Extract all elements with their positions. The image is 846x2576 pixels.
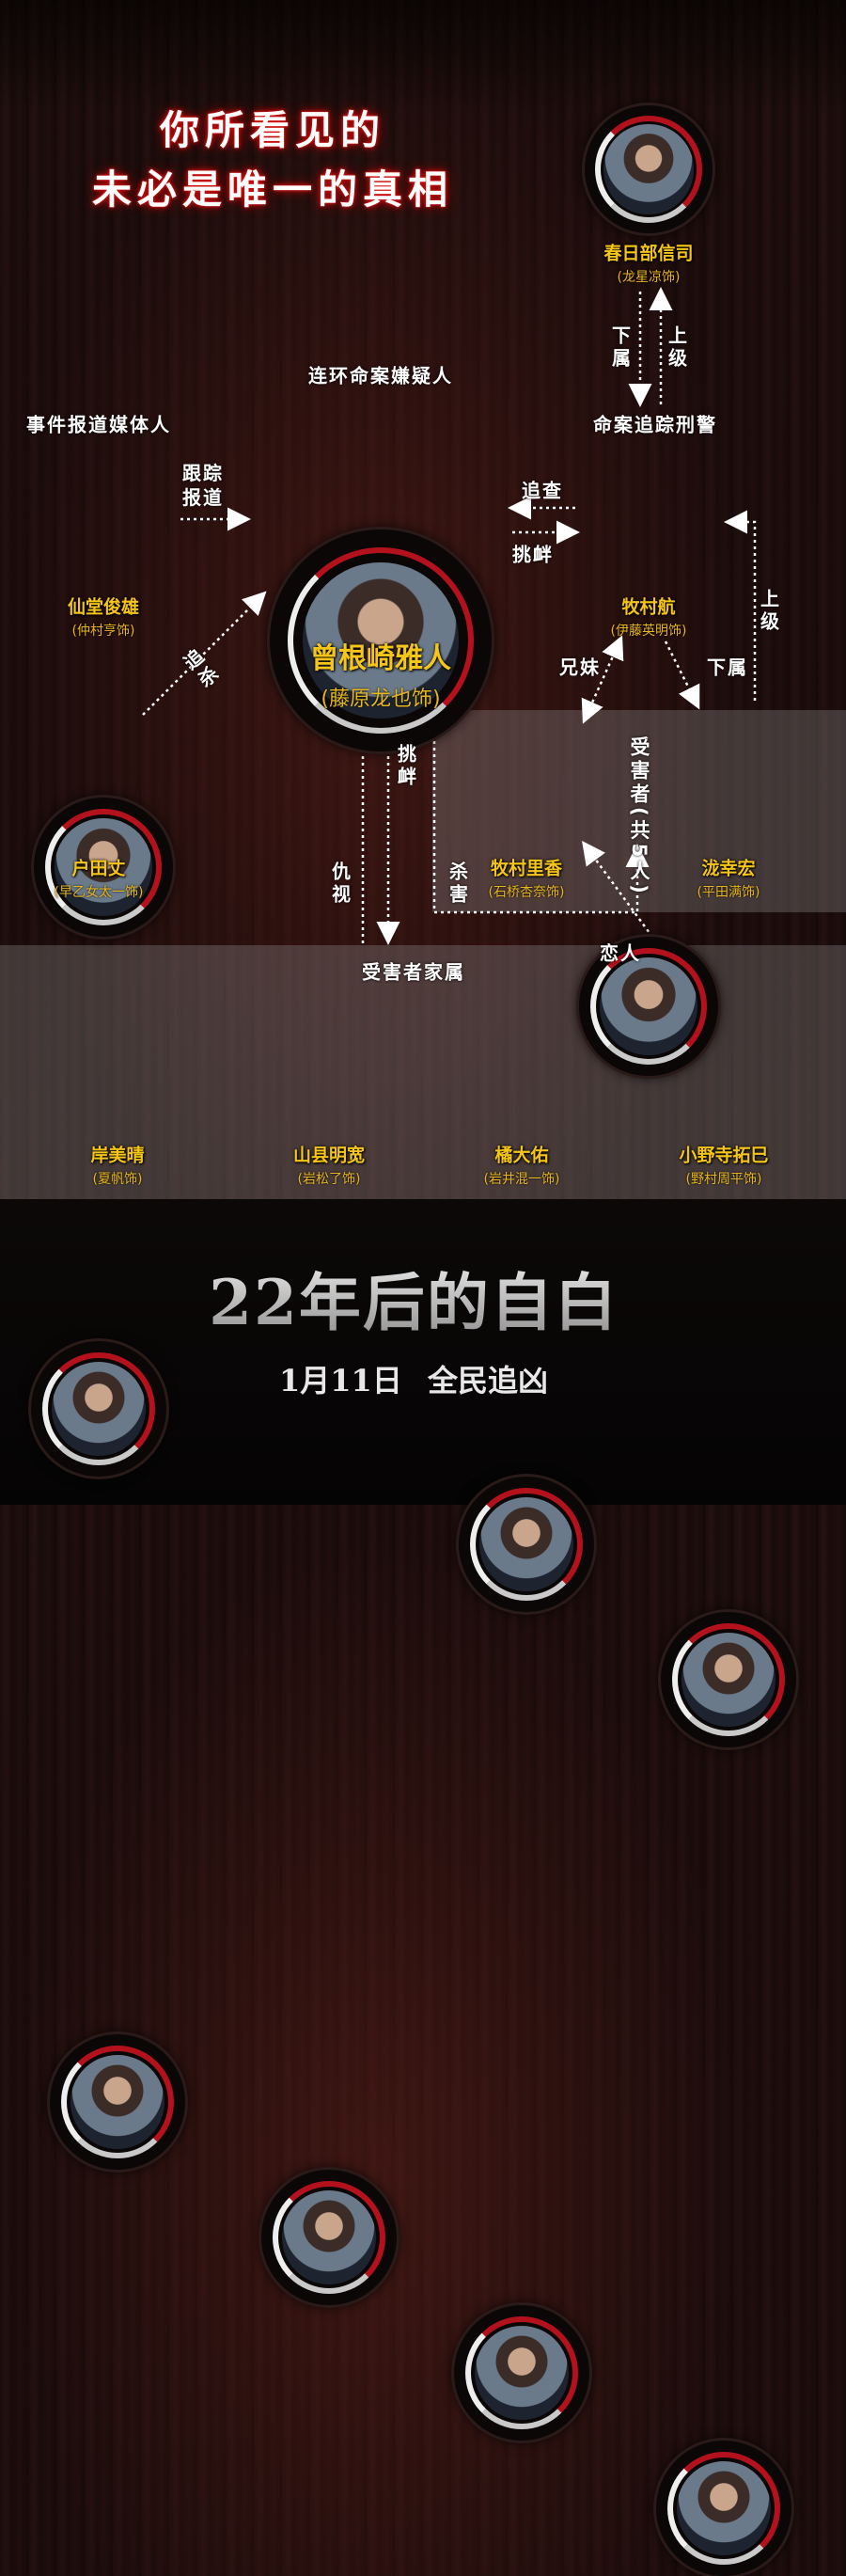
group-label-media: 事件报道媒体人 [26,413,171,436]
actor-credit-makimura: (伊藤英明饰) [610,624,687,639]
portrait-toda [31,1341,166,1477]
character-name-takio: 泷幸宏 [701,858,756,879]
arrow-toda-to-sonezaki [142,591,267,716]
release-date: 1月11日 全民追凶 [279,1363,548,1399]
headline-line-2: 未必是唯一的真相 [91,166,453,213]
relation-label-superior-2: 上级 [757,589,780,634]
actor-credit-kishi: (夏帆饰) [92,1172,143,1187]
relation-label-track-report: 跟踪报道 [182,462,224,509]
portrait-sendo [34,798,173,937]
portrait-ring [44,808,163,926]
character-name-makimura: 牧村航 [621,596,676,618]
portrait-yamagata [261,2170,397,2305]
arrow-siblings [581,635,624,724]
actor-credit-onodera: (野村周平饰) [685,1172,762,1187]
character-name-yamagata: 山县明宽 [292,1145,366,1166]
group-label-families: 受害者家属 [362,960,465,984]
actor-credit-yamagata: (岩松了饰) [297,1172,361,1187]
relation-label-hatred: 仇视 [328,861,352,907]
character-name-rika: 牧村里香 [490,858,563,879]
relation-label-lovers: 恋人 [600,941,641,965]
portrait-photo [676,2460,772,2556]
portrait-ring [287,546,475,735]
portrait-ring [594,115,703,224]
group-label-suspect: 连环命案嫌疑人 [308,364,453,387]
group-label-victims: 受害者(共5人) [628,736,650,897]
arrow-makimura-to-takio [664,640,700,710]
relation-label-subordinate-2: 下属 [707,656,748,679]
relation-label-investigate: 追查 [522,479,563,502]
actor-credit-tachibana: (岩井混一饰) [483,1172,560,1187]
character-name-onodera: 小野寺拓巳 [679,1145,769,1166]
relation-label-siblings: 兄妹 [559,656,601,679]
arrow-murder [432,715,650,914]
portrait-tachibana [454,2305,589,2441]
portrait-photo [281,2189,377,2285]
portrait-photo [600,957,697,1055]
actor-credit-sendo: (仲村亨饰) [71,624,135,639]
portrait-rika [459,1477,594,1612]
group-label-detective: 命案追踪刑警 [593,413,717,436]
character-name-sendo: 仙堂俊雄 [67,596,140,618]
character-name-kasukabe: 春日部信司 [603,243,694,264]
character-name-kishi: 岸美晴 [90,1145,145,1166]
actor-credit-toda: (早乙女太一饰) [54,885,144,900]
portrait-photo [70,2054,165,2150]
character-name-sonezaki: 曾根崎雅人 [310,642,451,675]
portrait-photo [681,1632,776,1728]
portrait-kishi [50,2034,185,2170]
background-top [0,0,846,113]
actor-credit-sonezaki: (藤原龙也饰) [321,687,441,711]
actor-credit-rika: (石桥杏奈饰) [488,885,565,900]
headline-line-1: 你所看见的 [159,107,385,153]
portrait-kasukabe [585,105,713,233]
portrait-onodera [656,2441,791,2576]
portrait-photo [603,124,694,214]
relationship-arrows [142,287,757,990]
portrait-photo [474,2325,570,2421]
relation-label-subordinate: 下属 [608,325,632,371]
portrait-photo [478,1496,574,1592]
character-name-toda: 户田丈 [71,858,126,879]
portrait-sonezaki [270,529,492,751]
actor-credit-takio: (平田满饰) [697,885,760,900]
relation-label-murder: 杀害 [446,861,469,907]
relation-label-provoke: 挑衅 [512,543,554,566]
relation-label-superior: 上级 [665,325,688,371]
arrow-takio-to-makimura [724,510,757,701]
portrait-photo [51,1361,147,1457]
portrait-takio [661,1612,796,1747]
portrait-photo [303,562,459,719]
movie-title: 22年后的自白 [209,1253,619,1343]
actor-credit-kasukabe: (龙星凉饰) [617,270,681,285]
portrait-ring [41,1351,156,1466]
portrait-photo [55,818,152,916]
relation-label-provoke-2: 挑衅 [394,744,417,789]
character-name-tachibana: 橘大佑 [494,1145,549,1166]
